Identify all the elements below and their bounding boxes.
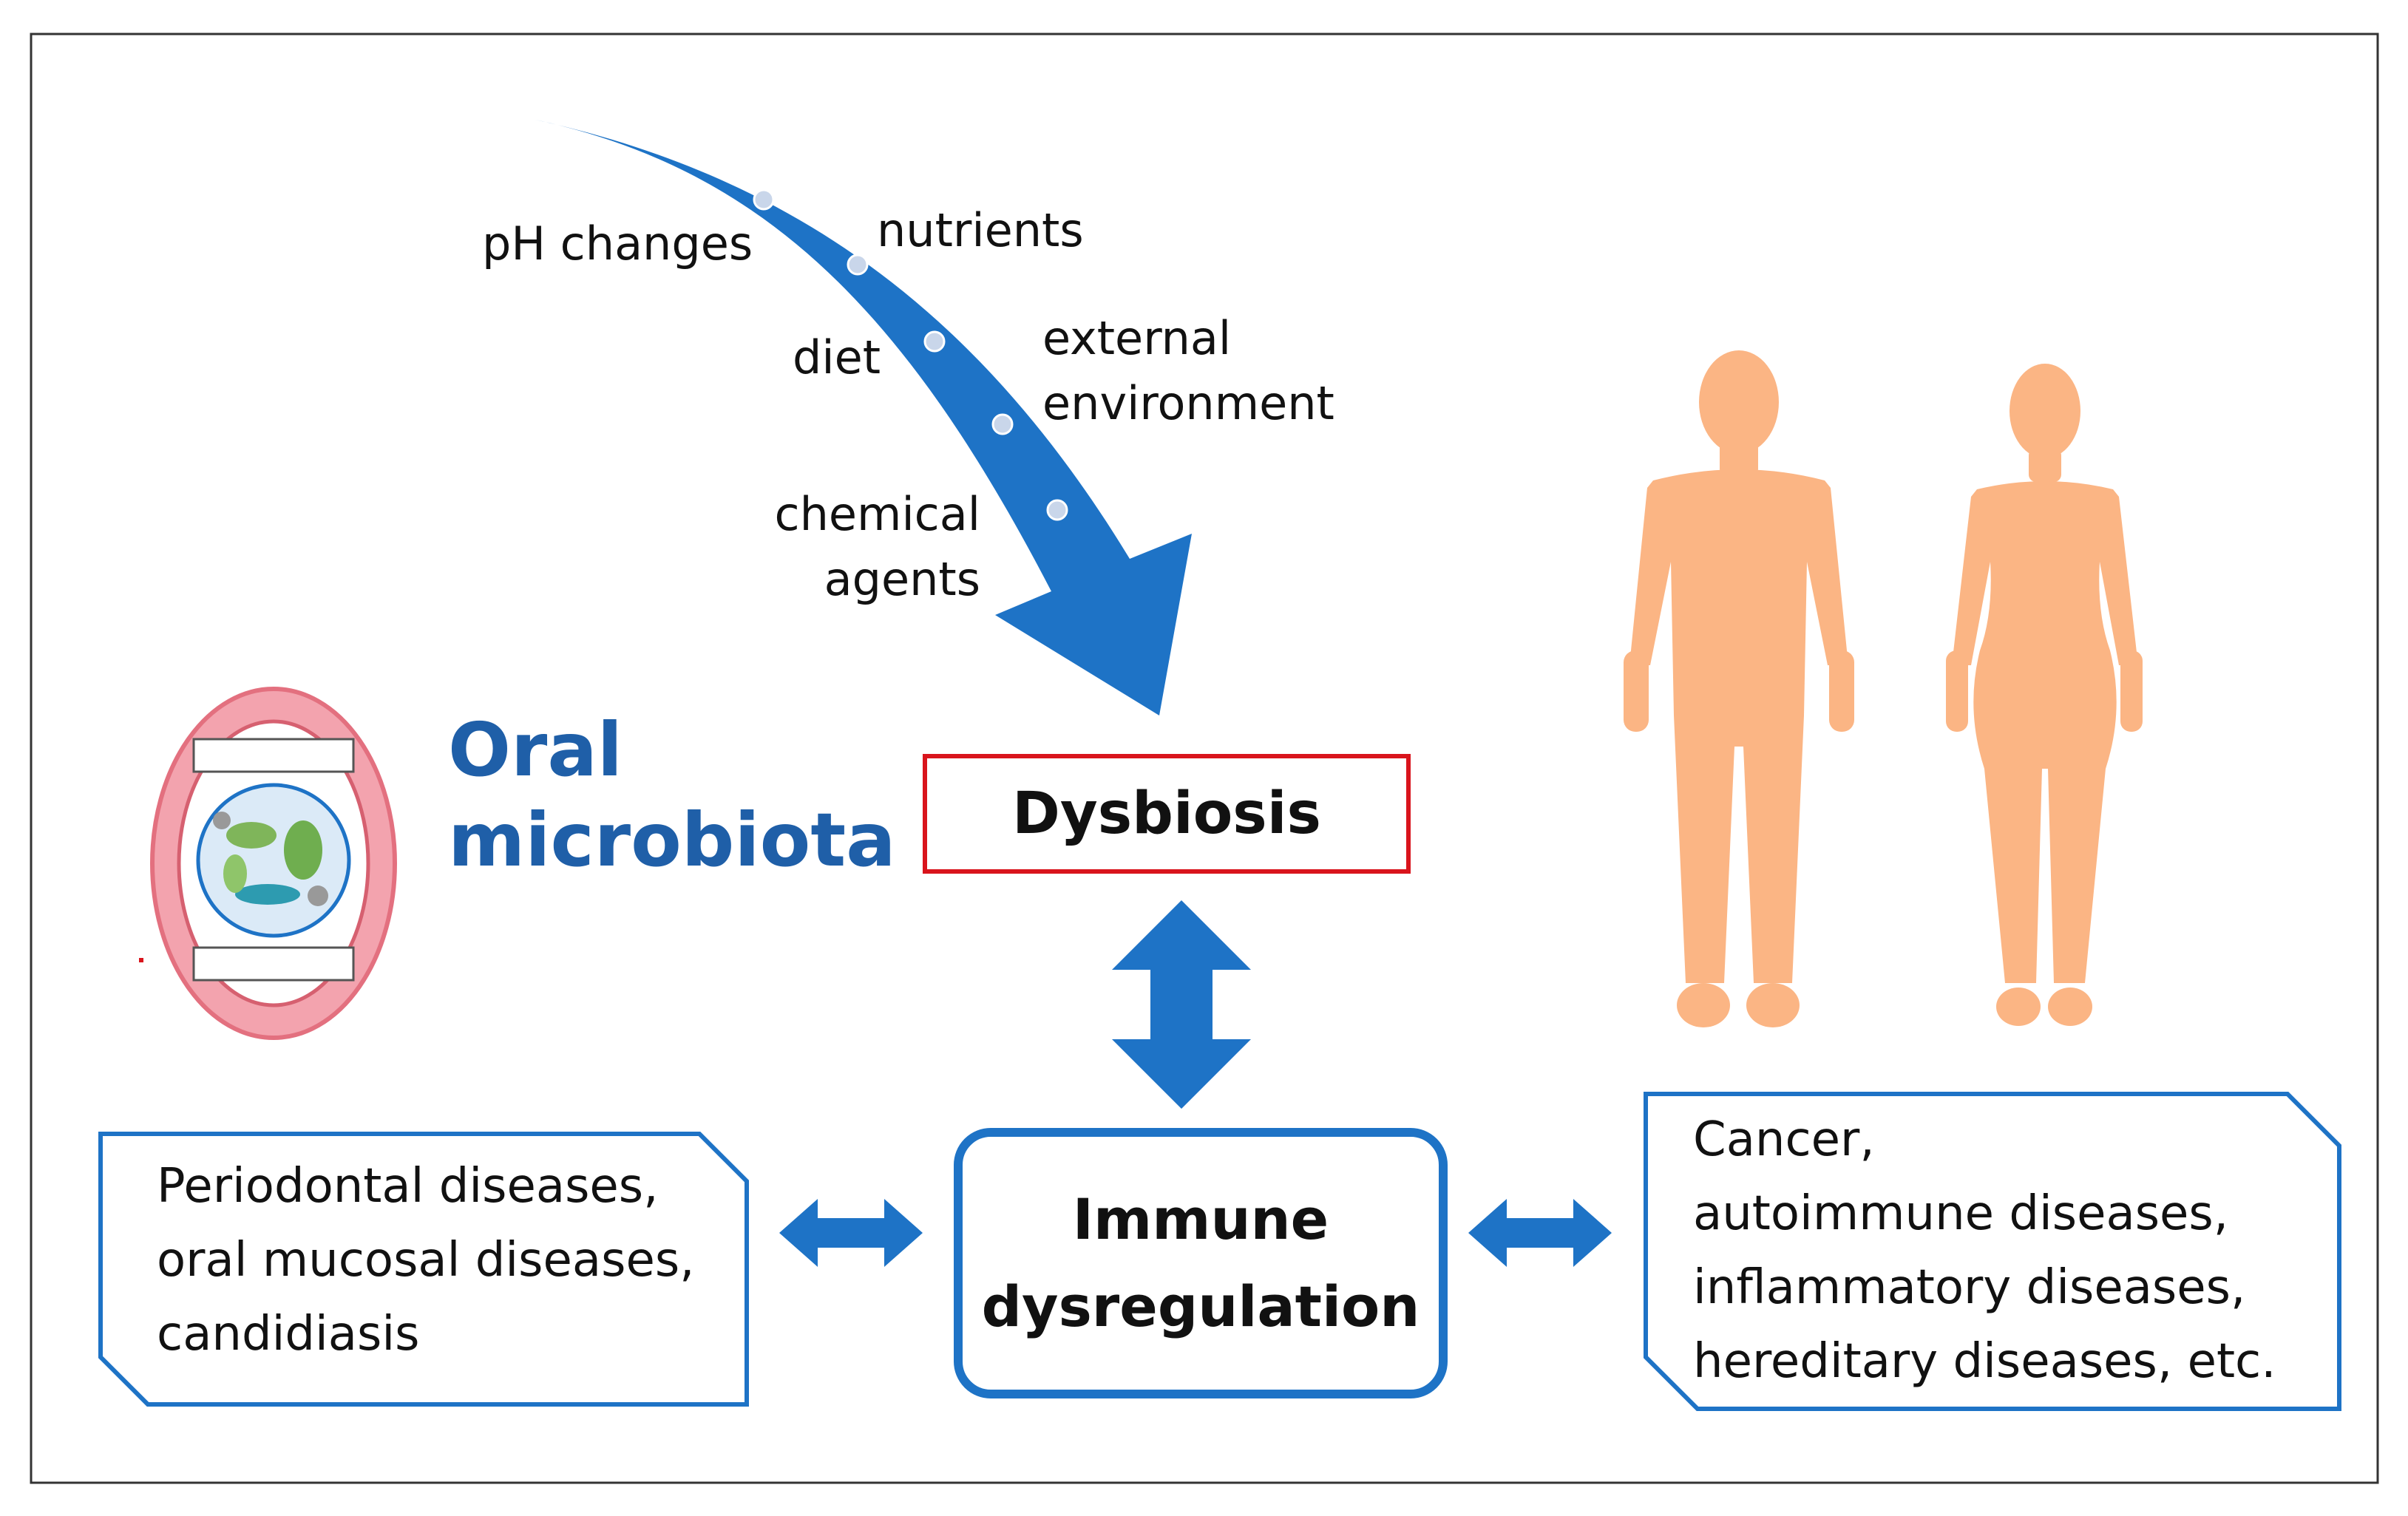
immune-dysregulation-box: Immune dysregulation [954,1128,1448,1398]
arrow-dot [753,188,775,211]
oral-diseases-box [98,1132,749,1407]
dysbiosis-label: Dysbiosis [1012,781,1321,847]
arrow-dot [923,330,946,353]
factor-external-environment: external environment [1042,311,1334,430]
female-body-icon [1946,364,2143,1026]
curved-arrow [535,120,1192,715]
mouth-microbiota-icon [150,687,397,1040]
right-double-arrow [1468,1199,1612,1267]
arrow-dot [991,413,1014,435]
factor-nutrients: nutrients [877,203,1084,257]
systemic-diseases-box [1644,1092,2341,1411]
arrow-dot [1046,499,1068,521]
male-body-icon [1624,350,1854,1027]
dysbiosis-box: Dysbiosis [923,754,1411,874]
oral-microbiota-title: Oral microbiota [448,707,896,883]
systemic-diseases-text: Cancer, autoimmune diseases, inflammator… [1693,1112,2276,1389]
factor-ph-changes: pH changes [482,217,753,271]
red-mark [139,958,143,962]
oral-diseases-text: Periodontal diseases, oral mucosal disea… [157,1159,695,1362]
outer-frame [30,33,2379,1484]
factor-chemical-agents: chemical agents [774,487,980,606]
factor-diet: diet [793,330,881,384]
vertical-double-arrow [1112,900,1251,1109]
left-double-arrow [779,1199,923,1267]
arrow-dots [753,188,1068,521]
immune-dysregulation-label: Immune dysregulation [981,1186,1420,1339]
arrow-dot [847,254,869,276]
